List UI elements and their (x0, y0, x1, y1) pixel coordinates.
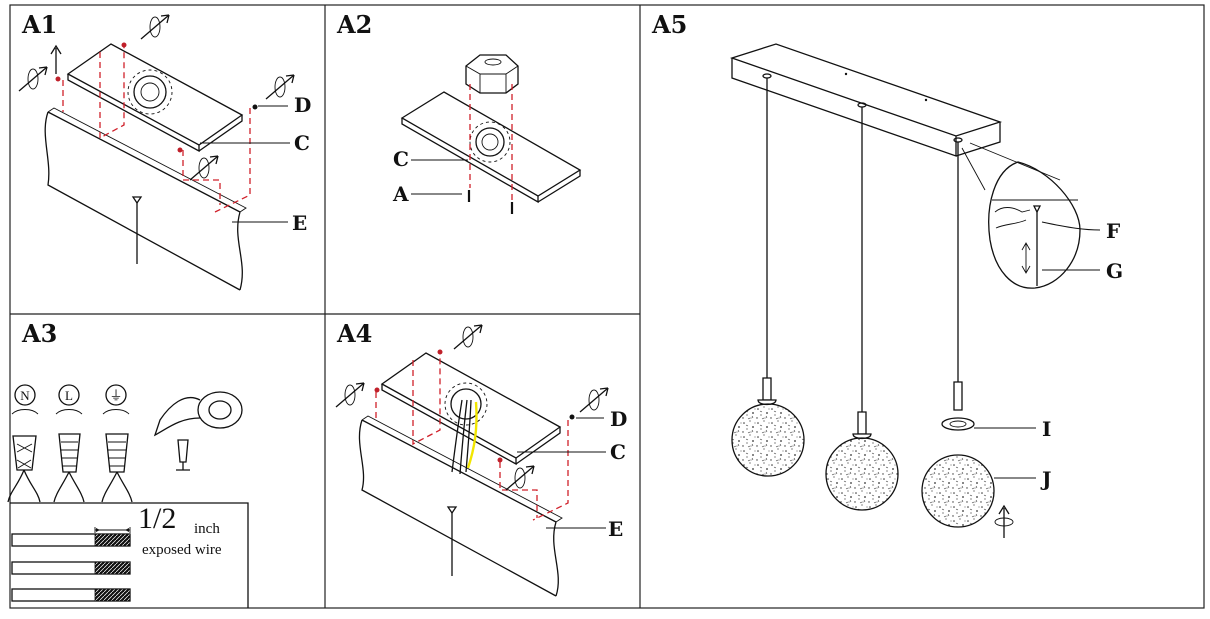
neutral-wire-symbol: N (20, 388, 30, 403)
strip-length-caption: exposed wire (142, 542, 222, 558)
a5-callout-f: F (1106, 219, 1120, 243)
panel-a4-wiring-to-bracket (335, 324, 609, 597)
panel-a5-pendant-assembly (729, 43, 1101, 538)
a2-callout-c: C (393, 147, 409, 171)
a1-callout-c: C (294, 131, 310, 155)
a2-callout-a: A (392, 182, 409, 206)
panel-a1-label: A1 (21, 10, 57, 39)
a1-callout-d: D (294, 93, 311, 117)
panel-a5-label: A5 (651, 10, 687, 39)
live-wire-symbol: L (65, 388, 73, 403)
panel-a4-label: A4 (336, 319, 372, 348)
a4-callout-c: C (610, 440, 626, 464)
panel-a1-mounting-bracket (18, 14, 295, 291)
a4-callout-d: D (610, 407, 627, 431)
a1-callout-e: E (292, 211, 307, 235)
strip-length-unit: inch (194, 521, 220, 537)
a5-callout-j: J (1040, 467, 1051, 491)
a4-callout-e: E (608, 517, 623, 541)
ground-wire-symbol: ⏚ (109, 388, 122, 403)
a5-callout-i: I (1042, 417, 1051, 441)
panel-a3-label: A3 (21, 319, 57, 348)
panel-a3-wiring (7, 384, 249, 608)
strip-length-fraction: 1/2 (138, 502, 176, 535)
panel-a2-label: A2 (336, 10, 372, 39)
a5-callout-g: G (1106, 259, 1123, 283)
panel-a2-junction-box (400, 54, 582, 214)
panel-frames (9, 4, 1205, 609)
